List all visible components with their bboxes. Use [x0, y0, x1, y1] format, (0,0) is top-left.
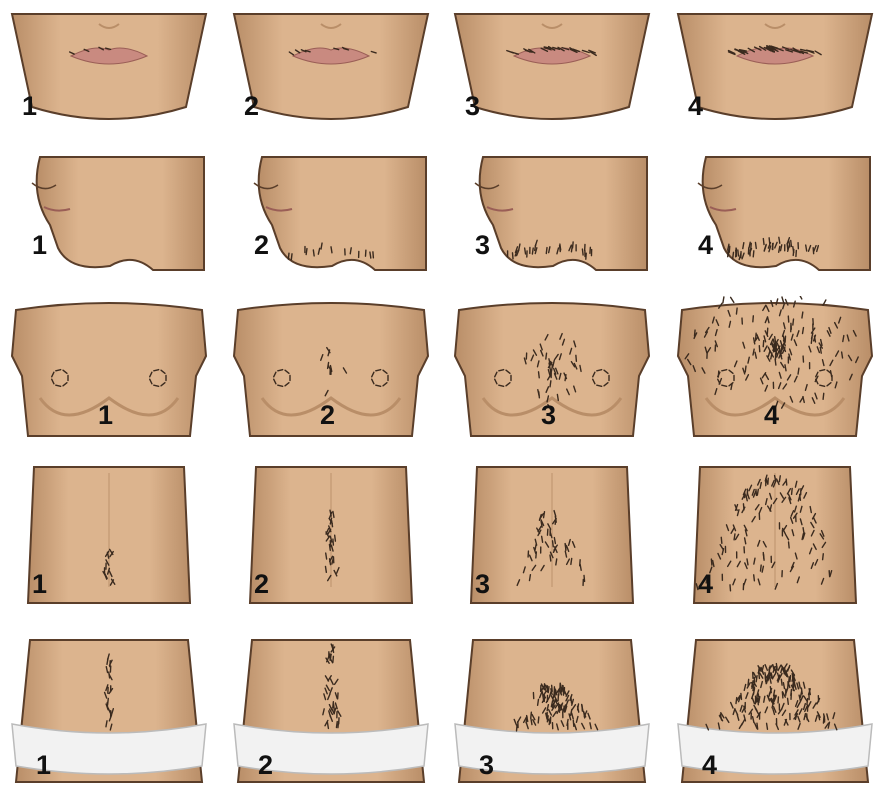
stage-number: 1: [22, 93, 37, 120]
stage-number: 3: [541, 402, 556, 429]
upper-lip-illustration: [676, 10, 874, 125]
upper-lip-illustration: [453, 10, 651, 125]
stage-number: 1: [32, 571, 47, 598]
stage-number: 3: [475, 232, 490, 259]
upper-lip-panel-2: [232, 10, 430, 125]
stage-number: 2: [244, 93, 259, 120]
stage-number: 4: [702, 752, 717, 779]
stage-number: 4: [698, 232, 713, 259]
upper-lip-panel-1: [10, 10, 208, 125]
stage-number: 3: [479, 752, 494, 779]
stage-number: 4: [764, 402, 779, 429]
stage-number: 4: [688, 93, 703, 120]
stage-number: 1: [98, 402, 113, 429]
upper-lip-panel-4: [676, 10, 874, 125]
stage-number: 1: [32, 232, 47, 259]
upper-lip-illustration: [10, 10, 208, 125]
stage-number: 2: [320, 402, 335, 429]
stage-number: 2: [258, 752, 273, 779]
upper-lip-illustration: [232, 10, 430, 125]
upper-lip-panel-3: [453, 10, 651, 125]
stage-number: 2: [254, 232, 269, 259]
stage-number: 4: [698, 571, 713, 598]
stage-number: 3: [465, 93, 480, 120]
stage-number: 2: [254, 571, 269, 598]
stage-number: 1: [36, 752, 51, 779]
stage-number: 3: [475, 571, 490, 598]
